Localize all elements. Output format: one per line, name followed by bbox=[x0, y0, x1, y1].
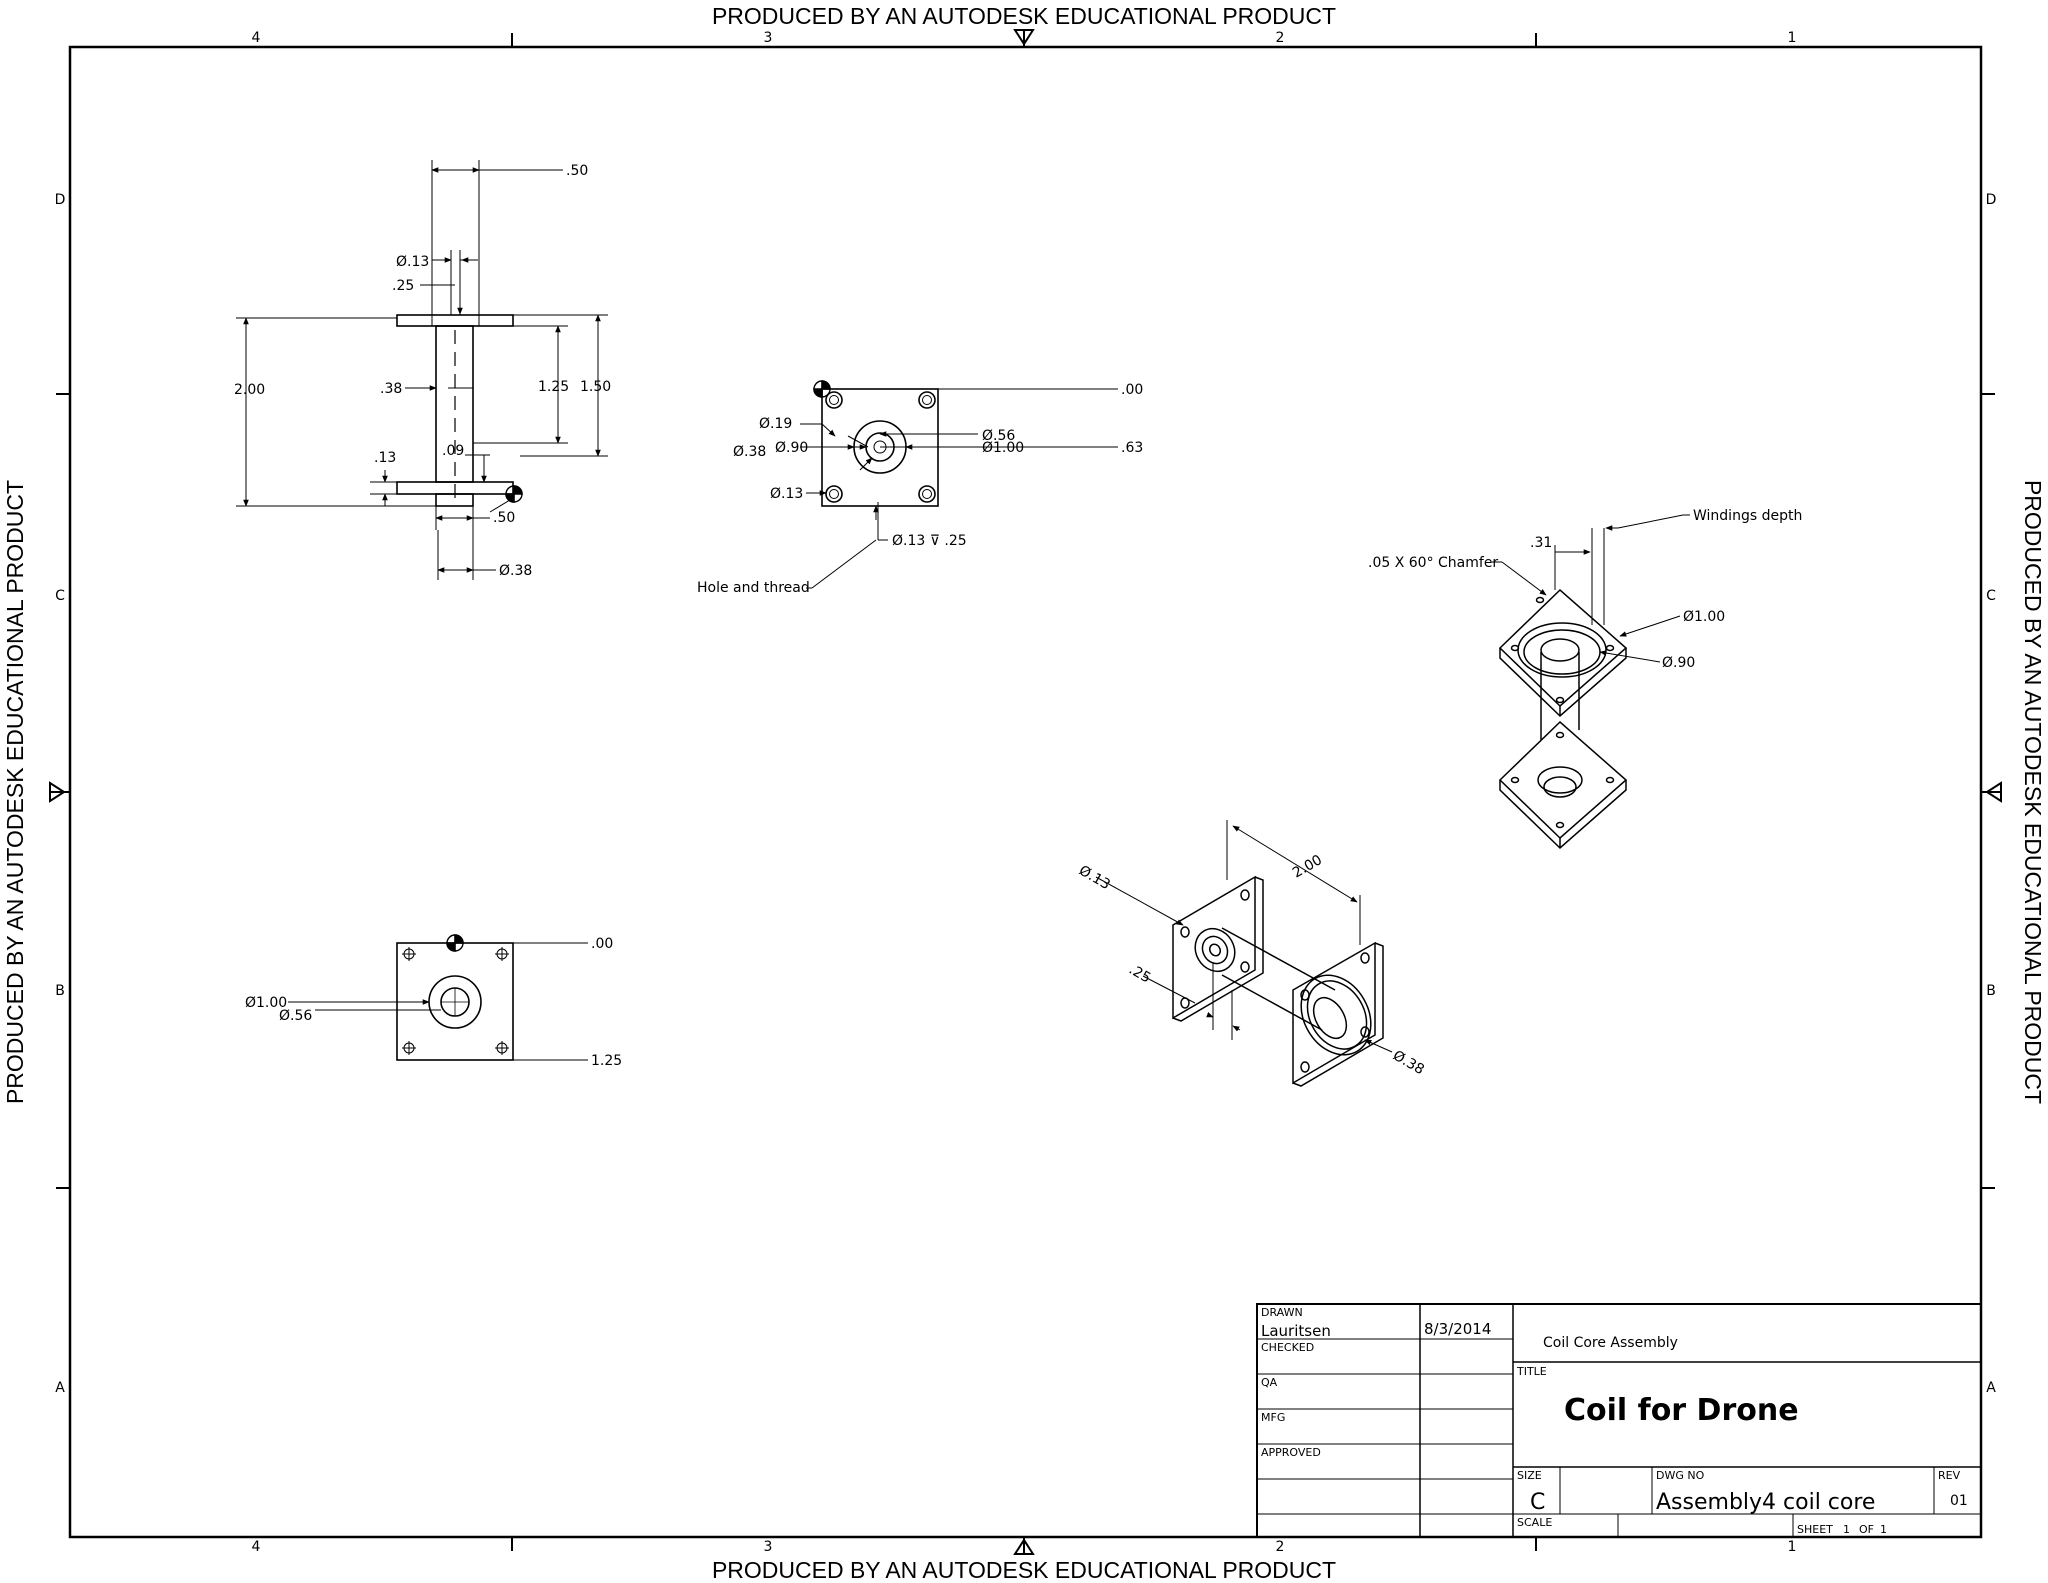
dim-label: Ø.38 bbox=[499, 563, 532, 579]
dim-label: .25 bbox=[392, 278, 414, 294]
iso-center-dimensions bbox=[1095, 820, 1393, 1053]
col-label: 4 bbox=[252, 1539, 261, 1555]
dim-label: .13 bbox=[374, 450, 396, 466]
windings-note: Windings depth bbox=[1693, 508, 1802, 524]
dim-label: .50 bbox=[493, 510, 515, 526]
dim-label: Ø1.00 bbox=[982, 440, 1024, 456]
title-block bbox=[1256, 1303, 1982, 1538]
watermark-top: PRODUCED BY AN AUTODESK EDUCATIONAL PROD… bbox=[712, 3, 1336, 29]
bottom-view-dim-text: .00 Ø1.00 Ø.56 1.25 bbox=[245, 936, 622, 1069]
top-view-dimensions bbox=[800, 388, 1118, 589]
row-label: B bbox=[1986, 983, 1996, 999]
approved-label: APPROVED bbox=[1261, 1446, 1321, 1459]
bottom-view bbox=[396, 934, 514, 1061]
chamfer-note: .05 X 60° Chamfer bbox=[1368, 555, 1498, 571]
qa-label: QA bbox=[1261, 1376, 1278, 1389]
col-label: 3 bbox=[764, 30, 773, 46]
dim-label: 1.25 bbox=[538, 379, 569, 395]
top-view-dim-text: .00 Ø.19 Ø.56 Ø.38 Ø.90 Ø1.00 .63 Ø.13 Ø… bbox=[697, 382, 1143, 596]
dim-label: Ø.13 bbox=[396, 254, 429, 270]
rev-value: 01 bbox=[1950, 1493, 1968, 1509]
dim-label: 2.00 bbox=[1290, 852, 1325, 881]
mfg-label: MFG bbox=[1261, 1411, 1285, 1424]
dim-label: .38 bbox=[380, 381, 402, 397]
sheet-number: 1 bbox=[1843, 1523, 1850, 1536]
size-label: SIZE bbox=[1517, 1469, 1542, 1482]
dim-label: .63 bbox=[1121, 440, 1143, 456]
row-label: C bbox=[55, 588, 65, 604]
dim-label: Ø.19 bbox=[759, 416, 792, 432]
watermark-left: PRODUCED BY AN AUTODESK EDUCATIONAL PROD… bbox=[2, 480, 28, 1104]
row-label: A bbox=[1986, 1380, 1996, 1396]
scale-label: SCALE bbox=[1517, 1516, 1552, 1529]
dim-label: .50 bbox=[566, 163, 588, 179]
hole-note: Hole and thread bbox=[697, 580, 810, 596]
col-label: 2 bbox=[1276, 1539, 1285, 1555]
dim-label: Ø.90 bbox=[1662, 655, 1695, 671]
drawing-border bbox=[68, 45, 1983, 1539]
front-view-dim-text: .50 Ø.13 .25 2.00 .38 1.25 1.50 .13 .09 … bbox=[234, 163, 611, 579]
zone-labels: 4 3 2 1 4 3 2 1 D C B A D C B A bbox=[55, 30, 1997, 1555]
sheet-label: SHEET bbox=[1797, 1523, 1833, 1536]
dim-label: Ø1.00 bbox=[245, 995, 287, 1011]
dim-label: Ø.56 bbox=[982, 428, 1015, 444]
dim-label: .00 bbox=[1121, 382, 1143, 398]
col-label: 2 bbox=[1276, 30, 1285, 46]
dim-label: 1.25 bbox=[591, 1053, 622, 1069]
dim-label: Ø.90 bbox=[775, 440, 808, 456]
dwg-no-value: Assembly4 coil core bbox=[1656, 1490, 1875, 1515]
watermark-bottom: PRODUCED BY AN AUTODESK EDUCATIONAL PROD… bbox=[712, 1557, 1336, 1583]
dim-label: Ø1.00 bbox=[1683, 609, 1725, 625]
row-label: D bbox=[1986, 192, 1997, 208]
drawn-by: Lauritsen bbox=[1261, 1322, 1331, 1340]
dim-label: Ø.38 bbox=[733, 444, 766, 460]
row-label: A bbox=[55, 1380, 65, 1396]
iso-right-dimensions bbox=[1492, 514, 1690, 663]
rev-label: REV bbox=[1938, 1469, 1961, 1482]
drawn-label: DRAWN bbox=[1261, 1306, 1303, 1319]
watermark-right: PRODUCED BY AN AUTODESK EDUCATIONAL PROD… bbox=[2020, 480, 2046, 1104]
col-label: 1 bbox=[1788, 30, 1797, 46]
size-value: C bbox=[1530, 1490, 1545, 1515]
dim-label: Ø.13 ⊽ .25 bbox=[892, 533, 967, 549]
row-label: D bbox=[55, 192, 66, 208]
col-label: 1 bbox=[1788, 1539, 1797, 1555]
top-view bbox=[813, 380, 939, 507]
iso-view-right bbox=[1498, 588, 1628, 850]
title-label: TITLE bbox=[1516, 1365, 1547, 1378]
checked-label: CHECKED bbox=[1261, 1341, 1314, 1354]
dim-label: 1.50 bbox=[580, 379, 611, 395]
bottom-view-dimensions bbox=[288, 942, 588, 1061]
row-label: C bbox=[1986, 588, 1996, 604]
drawn-date: 8/3/2014 bbox=[1424, 1320, 1491, 1338]
sheet-total: 1 bbox=[1880, 1523, 1887, 1536]
dim-label: 2.00 bbox=[234, 382, 265, 398]
dwg-no-label: DWG NO bbox=[1656, 1469, 1705, 1482]
dim-label: .00 bbox=[591, 936, 613, 952]
dim-label: .25 bbox=[1126, 962, 1153, 987]
front-view bbox=[396, 314, 523, 507]
dim-label: .09 bbox=[442, 443, 464, 459]
zone-ticks bbox=[49, 29, 2002, 1555]
iso-view-center bbox=[1172, 875, 1384, 1087]
front-view-dimensions bbox=[236, 160, 608, 580]
iso-right-dim-text: .31 Windings depth .05 X 60° Chamfer Ø1.… bbox=[1368, 508, 1802, 671]
row-label: B bbox=[55, 983, 65, 999]
dim-label: Ø.38 bbox=[1390, 1048, 1427, 1079]
col-label: 4 bbox=[252, 30, 261, 46]
dim-label: .31 bbox=[1530, 535, 1552, 551]
title-block-text: DRAWN Lauritsen 8/3/2014 CHECKED QA MFG … bbox=[1261, 1306, 1968, 1536]
col-label: 3 bbox=[764, 1539, 773, 1555]
dim-label: Ø.56 bbox=[279, 1008, 312, 1024]
dim-label: Ø.13 bbox=[770, 486, 803, 502]
assembly-name: Coil Core Assembly bbox=[1543, 1335, 1678, 1351]
dim-label: Ø.13 bbox=[1076, 863, 1113, 894]
drawing-title: Coil for Drone bbox=[1564, 1393, 1799, 1428]
of-label: OF bbox=[1859, 1523, 1874, 1536]
